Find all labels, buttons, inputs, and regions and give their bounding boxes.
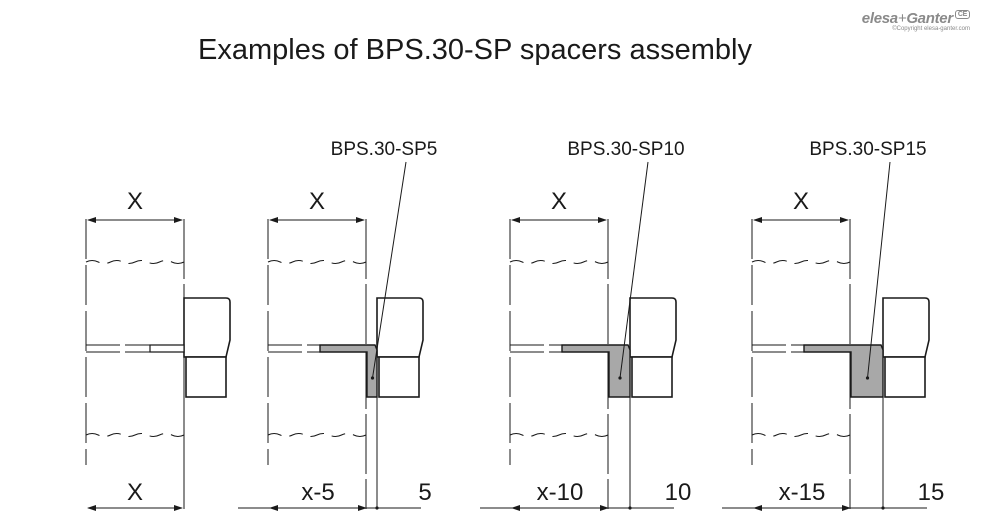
bracket-upper bbox=[882, 297, 930, 358]
leader-line bbox=[619, 161, 649, 379]
arrow-head bbox=[174, 217, 183, 223]
brand-copyright: ©Copyright elesa-ganter.com bbox=[892, 26, 970, 32]
bottom-dimension-label: x-15 bbox=[779, 479, 826, 506]
assembly-no-spacer: XX bbox=[85, 188, 231, 511]
arrow-head bbox=[753, 217, 762, 223]
assembly-sp15: X BPS.30-SP15 x-15 15 bbox=[722, 139, 944, 511]
bracket-lower bbox=[631, 356, 673, 398]
bracket-lower bbox=[378, 356, 420, 398]
arrow-head bbox=[358, 505, 367, 511]
top-dimension-label: X bbox=[127, 188, 143, 215]
bottom-dimension-label: x-10 bbox=[537, 479, 584, 506]
top-dimension-label: X bbox=[551, 188, 567, 215]
bracket-upper bbox=[376, 297, 424, 358]
top-dimension-label: X bbox=[309, 188, 325, 215]
arrow-head bbox=[511, 217, 520, 223]
bottom-dimension-label: X bbox=[127, 479, 143, 506]
ce-mark: CE bbox=[954, 10, 970, 19]
brand-name-right: Ganter bbox=[906, 10, 953, 27]
panel-break-line-top bbox=[751, 260, 851, 264]
spacer-part bbox=[561, 344, 631, 398]
panel-break-line-bottom bbox=[751, 433, 851, 437]
bracket-lower bbox=[884, 356, 926, 398]
bottom-dimension-label: 5 bbox=[418, 479, 431, 506]
bracket-tongue bbox=[149, 344, 185, 353]
bracket-upper bbox=[183, 297, 231, 358]
arrow-head bbox=[842, 505, 851, 511]
arrow-head bbox=[840, 217, 849, 223]
panel-break-line-top bbox=[509, 260, 609, 264]
top-dimension-label: X bbox=[793, 188, 809, 215]
panel-break-line-top bbox=[85, 260, 185, 264]
arrow-head bbox=[356, 217, 365, 223]
arrow-head bbox=[511, 505, 520, 511]
arrow-head bbox=[600, 505, 609, 511]
bottom-dimension-label: x-5 bbox=[301, 479, 334, 506]
dimension-dot bbox=[881, 506, 885, 510]
bottom-dimension-label: 15 bbox=[918, 479, 945, 506]
dimension-dot bbox=[628, 506, 632, 510]
arrow-head bbox=[174, 505, 183, 511]
page-title: Examples of BPS.30-SP spacers assembly bbox=[198, 34, 752, 66]
panel-break-line-bottom bbox=[267, 433, 367, 437]
panel-break-line-bottom bbox=[509, 433, 609, 437]
bracket-lower bbox=[185, 356, 227, 398]
bracket-upper bbox=[629, 297, 677, 358]
bottom-dimension-label: 10 bbox=[665, 479, 692, 506]
brand-name-left: elesa bbox=[861, 10, 898, 27]
arrow-head bbox=[269, 217, 278, 223]
assembly-sp10: X BPS.30-SP10 x-10 10 bbox=[480, 139, 691, 511]
leader-line bbox=[867, 161, 891, 379]
leader-line bbox=[372, 161, 407, 379]
panel-break-line-top bbox=[267, 260, 367, 264]
arrow-head bbox=[753, 505, 762, 511]
arrow-head bbox=[87, 217, 96, 223]
spacer-part bbox=[803, 344, 884, 398]
dimension-dot bbox=[375, 506, 379, 510]
arrow-head bbox=[87, 505, 96, 511]
assembly-sp5: X BPS.30-SP5 x-5 5 bbox=[238, 139, 437, 511]
arrow-head bbox=[598, 217, 607, 223]
spacer-label: BPS.30-SP10 bbox=[567, 139, 684, 160]
spacer-label: BPS.30-SP5 bbox=[331, 139, 438, 160]
arrow-head bbox=[269, 505, 278, 511]
spacer-label: BPS.30-SP15 bbox=[809, 139, 926, 160]
spacer-part bbox=[319, 344, 378, 398]
panel-break-line-bottom bbox=[85, 433, 185, 437]
